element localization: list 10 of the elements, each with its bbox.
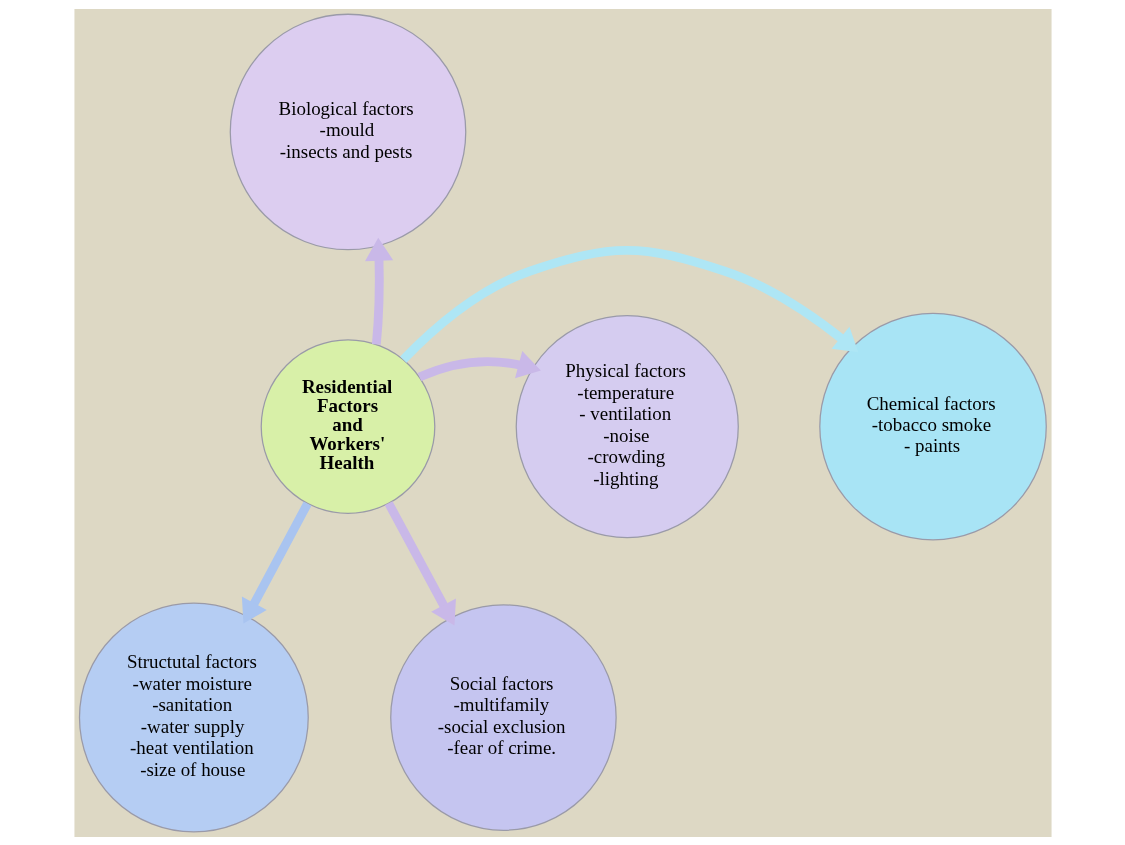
node-circle: Social factors -multifamily -social exclusion -fear of crime. [389,603,617,831]
arrow [417,350,541,381]
arrow [399,245,858,363]
node-circle: Structutal factors -water moisture -sanitation -water supply -heat ventilation -size of house [78,602,309,833]
arrow [364,237,393,345]
node-circle: Biological factors -mould -insects and pests [229,13,466,250]
node-circle: Chemical factors -tobacco smoke - paints [818,312,1047,540]
arrow [384,500,456,625]
node-circle: Residential Factors and Workers' Health [260,338,435,514]
arrow [241,501,311,624]
